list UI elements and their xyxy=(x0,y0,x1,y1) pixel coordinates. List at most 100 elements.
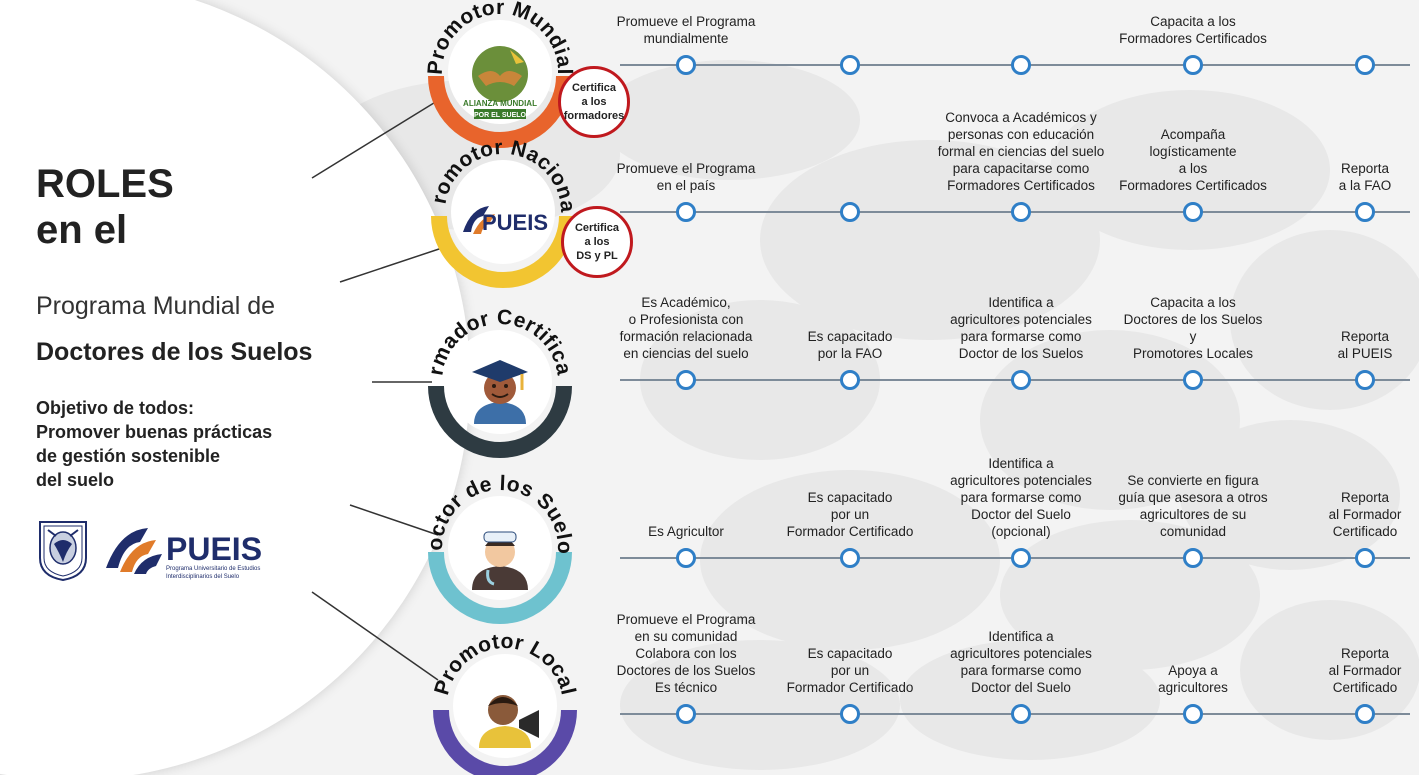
body-icon xyxy=(472,566,528,590)
step-text-line: Es capacitado xyxy=(807,646,893,661)
connector-line xyxy=(339,247,443,283)
pueis-mark-accent xyxy=(473,214,495,234)
hair-icon xyxy=(488,697,518,706)
connector-line xyxy=(311,97,443,179)
step-text-line: Reporta xyxy=(1340,161,1390,176)
doctor-icon xyxy=(472,531,528,590)
step-text-line: agricultores de su xyxy=(1139,507,1247,522)
step-text-line: guía que asesora a otros xyxy=(1118,490,1268,505)
timeline-node xyxy=(676,548,696,568)
step-text-line: por la FAO xyxy=(817,346,883,361)
step-text-line: Reporta xyxy=(1340,646,1390,661)
timeline-node xyxy=(1355,55,1375,75)
timeline-node xyxy=(1355,202,1375,222)
background-blob xyxy=(600,60,860,180)
step-text-line: Capacita a los xyxy=(1150,14,1236,29)
step-text-line: logísticamente xyxy=(1149,144,1237,159)
megaphone-icon xyxy=(519,710,539,738)
role-ring xyxy=(431,215,575,288)
timeline-node xyxy=(1183,704,1203,724)
step-text-line: Identifica a xyxy=(988,295,1054,310)
step-text-line: por un xyxy=(830,663,870,678)
badge-text-line: Certifica xyxy=(574,222,620,234)
step-text-line: formación relacionada xyxy=(619,329,753,344)
step-text-line: a la FAO xyxy=(1338,178,1392,193)
background-blob xyxy=(1050,90,1330,250)
background-blob xyxy=(760,140,1100,340)
pueis-logo: PUEIS xyxy=(463,206,548,235)
role-ring xyxy=(433,709,577,775)
step-text-line: Colabora con los xyxy=(635,646,737,661)
eye-icon xyxy=(492,384,496,388)
connector-line xyxy=(311,591,439,681)
role-disc xyxy=(451,160,555,264)
step-text-line: mundialmente xyxy=(643,31,729,46)
subtitle-line-2: Doctores de los Suelos xyxy=(36,338,313,366)
alianza-text: ALIANZA MUNDIAL xyxy=(463,99,537,108)
step-text-line: Es Académico, xyxy=(641,295,731,310)
gown-icon xyxy=(474,402,526,424)
pueis-logo: PUEIS Programa Universitario de Estudios… xyxy=(106,528,262,580)
step-text-line: a los xyxy=(1178,161,1208,176)
role-circle: Formador Certificado xyxy=(424,306,575,458)
timeline-node xyxy=(840,548,860,568)
timeline-node xyxy=(840,202,860,222)
step-text-line: o Profesionista con xyxy=(628,312,744,327)
step-text-line: para capacitarse como xyxy=(952,161,1090,176)
step-text-line: Identifica a xyxy=(988,456,1054,471)
step-text-line: Promotores Locales xyxy=(1132,346,1254,361)
step-text: Reporta a la FAO xyxy=(1280,160,1419,194)
step-text-line: Certificado xyxy=(1332,524,1398,539)
mortarboard-icon xyxy=(472,360,528,382)
step-text-line: Formadores Certificados xyxy=(1119,178,1267,193)
title-line-1: ROLES xyxy=(36,162,174,206)
step-text-line: Doctores de los Suelos xyxy=(616,663,756,678)
step-text-line: Apoya a xyxy=(1168,663,1218,678)
stethoscope-icon xyxy=(486,569,495,586)
badge-text-line: formadores xyxy=(563,110,625,122)
step-text-line: Formador Certificado xyxy=(786,680,914,695)
objective-line: de gestión sostenible xyxy=(36,446,221,466)
pueis-mark-icon xyxy=(463,206,489,232)
step-text: Es Agricultor xyxy=(601,523,771,540)
step-text-line: Doctores de los Suelos xyxy=(1123,312,1263,327)
badge-text-line: Certifica xyxy=(571,82,617,94)
step-text-line: agricultores potenciales xyxy=(950,473,1092,488)
step-text-line: Doctor del Suelo xyxy=(971,680,1071,695)
title-line-2: en el xyxy=(36,208,128,252)
pueis-tagline-2: Interdisciplinarios del Suelo xyxy=(166,574,240,580)
step-text: Es capacitado por un Formador Certificado xyxy=(765,645,935,696)
step-text-line: Promueve el Programa xyxy=(616,14,756,29)
timeline-node xyxy=(676,55,696,75)
step-text-line: Acompaña xyxy=(1160,127,1226,142)
role-ring xyxy=(428,75,572,148)
step-text-line: agricultores xyxy=(1158,680,1228,695)
step-text-line: Identifica a xyxy=(988,629,1054,644)
objective-line: Objetivo de todos: xyxy=(36,398,195,418)
timeline-node xyxy=(676,370,696,390)
objective-line: del suelo xyxy=(36,470,115,490)
step-text-line: Formadores Certificados xyxy=(1119,31,1267,46)
step-text-line: Certificado xyxy=(1332,680,1398,695)
timeline-node xyxy=(1355,370,1375,390)
timeline-node xyxy=(1011,370,1031,390)
background-blob xyxy=(1240,600,1419,740)
step-text-line: al Formador xyxy=(1328,663,1402,678)
step-text-line: Es Agricultor xyxy=(648,524,724,539)
role-ring xyxy=(428,551,572,624)
pueis-tagline-1: Programa Universitario de Estudios xyxy=(166,566,260,572)
alianza-banner xyxy=(474,109,526,119)
